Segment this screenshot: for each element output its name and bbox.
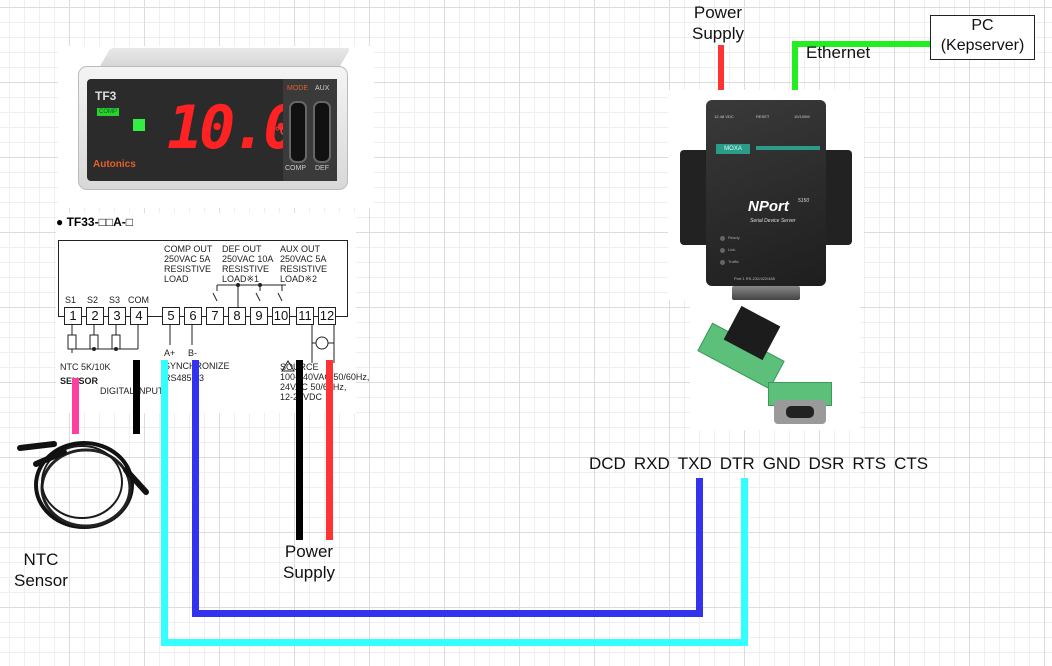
pin-dcd: DCD	[589, 454, 626, 473]
rs485-label: RS485※3	[164, 373, 205, 383]
sensor-label: SENSOR	[60, 376, 99, 386]
db9-pin-labels: DCD RXD TXD DTR GND DSR RTS CTS	[589, 454, 936, 474]
ready-led	[720, 236, 725, 241]
terminal-5: 5	[162, 307, 180, 325]
rs485-a-label: A+	[164, 348, 176, 358]
nport-model-number: 5150	[798, 198, 810, 204]
rs485-b-wire	[192, 360, 199, 617]
source-spec: SOURCE 100-240VAC 50/60Hz, 24VAC 50/60Hz…	[280, 362, 370, 402]
moxa-logo: MOXA	[716, 144, 750, 154]
input-label-s1: S1	[65, 295, 77, 305]
pin-cts: CTS	[894, 454, 929, 473]
terminal-8: 8	[228, 307, 246, 325]
controller-model-text: TF3	[95, 89, 117, 103]
terminal-4: 4	[130, 307, 148, 325]
comp-label: COMP	[285, 165, 306, 172]
rs485-a-wire-to-dtr	[741, 478, 748, 646]
moxa-stripe	[756, 146, 820, 150]
rs485-b-wire-to-txd	[696, 478, 703, 617]
brand-logo: Autonics	[93, 159, 136, 170]
aux-def-button[interactable]	[313, 101, 331, 163]
mode-comp-button[interactable]	[289, 101, 307, 163]
input-label-s3: S3	[109, 295, 121, 305]
terminal-3: 3	[108, 307, 126, 325]
temperature-readout: 10.0	[167, 93, 299, 163]
ethernet-wire-horizontal	[792, 41, 931, 47]
ethernet-label: Ethernet	[806, 43, 871, 62]
db9-socket	[786, 406, 814, 418]
terminal-10: 10	[272, 307, 290, 325]
mounting-ear-left	[680, 150, 710, 245]
sensor-wire	[72, 378, 79, 434]
moxa-power-wire	[718, 45, 724, 103]
traffic-label: Traffic	[728, 259, 739, 264]
reset-label: RESET	[756, 114, 770, 119]
nport-model: NPort	[748, 198, 789, 215]
pin-dtr: DTR	[719, 454, 755, 473]
pin-txd: TXD	[677, 454, 712, 473]
ntc-sensor-photo	[17, 441, 149, 529]
moxa-nport-photo: 12-48 VDC RESET 10/100M MOXA NPort 5150 …	[668, 90, 864, 300]
aux-label: AUX	[315, 85, 330, 92]
controller-display-face: TF3 COMP Autonics 10.0 °C MODE AUX COMP …	[87, 79, 337, 181]
port-label: Port 1 RS-232/422/485	[734, 276, 775, 281]
terminal-12: 12	[318, 307, 336, 325]
power-positive-wire	[326, 360, 333, 540]
rs485-a-wire	[161, 360, 168, 646]
pin-rts: RTS	[852, 454, 887, 473]
controller-bezel: TF3 COMP Autonics 10.0 °C MODE AUX COMP …	[78, 66, 348, 190]
relay-schematic	[67, 283, 335, 372]
ethernet-port-label: 10/100M	[794, 114, 810, 119]
terminal-9: 9	[250, 307, 268, 325]
link-label: Link	[728, 247, 736, 252]
db9-connector	[732, 286, 800, 300]
link-led	[720, 248, 725, 253]
ethernet-wire-vertical	[792, 41, 798, 103]
terminal-11: 11	[296, 307, 314, 325]
pin-rxd: RXD	[633, 454, 670, 473]
db9-terminal-adapter-photo	[690, 300, 860, 430]
mode-label: MODE	[287, 85, 308, 92]
input-label-com: COM	[128, 295, 149, 305]
traffic-led	[720, 260, 725, 265]
terminal-6: 6	[184, 307, 202, 325]
power-negative-wire	[296, 360, 303, 540]
status-led	[133, 119, 145, 131]
ntc-spec-label: NTC 5K/10K	[60, 362, 111, 372]
ready-label: Ready	[728, 235, 740, 240]
def-label: DEF	[315, 165, 329, 172]
pc-kepserver-box: PC(Kepserver)	[930, 15, 1035, 60]
rs485-b-wire-horizontal	[192, 610, 703, 617]
mounting-ear-right	[822, 150, 852, 245]
rs485-b-label: B-	[188, 348, 197, 358]
input-label-s2: S2	[87, 295, 99, 305]
terminal-2: 2	[86, 307, 104, 325]
rs485-a-wire-horizontal	[161, 639, 748, 646]
dc-input-label: 12-48 VDC	[714, 114, 734, 119]
pin-gnd: GND	[762, 454, 801, 473]
temperature-controller-photo: TF3 COMP Autonics 10.0 °C MODE AUX COMP …	[58, 46, 374, 208]
comp-indicator: COMP	[97, 108, 119, 116]
diagram-title: ● TF33-□□A-□	[56, 215, 133, 229]
controller-button-panel: MODE AUX COMP DEF	[283, 79, 337, 181]
terminal-block-outline	[58, 240, 348, 317]
moxa-housing: 12-48 VDC RESET 10/100M MOXA NPort 5150 …	[706, 100, 826, 286]
pin-dsr: DSR	[808, 454, 845, 473]
digital-input-label: DIGITAL INPUT	[100, 386, 164, 396]
terminal-1: 1	[64, 307, 82, 325]
terminal-7: 7	[206, 307, 224, 325]
digital-input-wire	[133, 360, 140, 434]
nport-subtitle: Serial Device Server	[750, 218, 796, 224]
